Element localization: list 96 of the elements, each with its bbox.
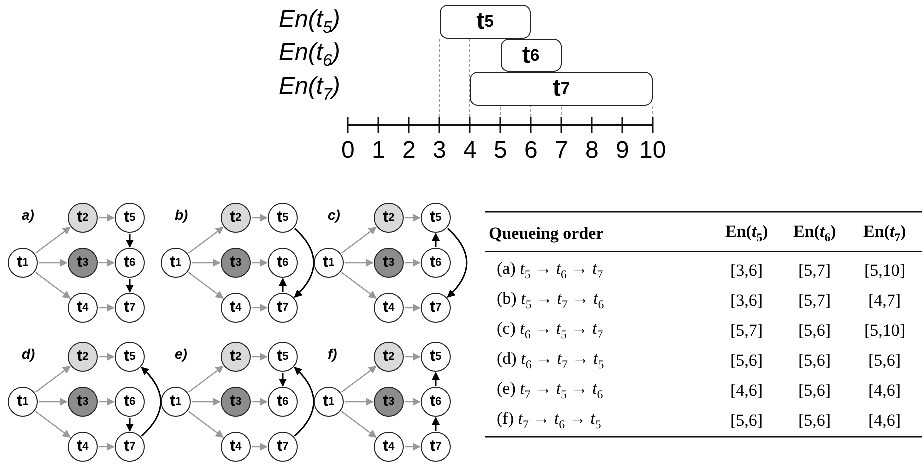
interval-label: En(t$_{5}$) [279, 8, 340, 36]
axis-tick-label: 10 [640, 139, 666, 163]
arrow [35, 227, 71, 254]
table-cell: [5,6] [798, 412, 832, 428]
table-cell: [5,7] [798, 262, 832, 278]
arrow [279, 373, 287, 387]
axis-tick-label: 6 [524, 139, 538, 163]
arrow [188, 272, 224, 299]
arrow [252, 214, 268, 222]
axis-tick-label: 7 [555, 139, 568, 163]
arrow [141, 367, 162, 437]
column-header: En(t$_{5}$) [726, 222, 768, 244]
axis-tick-label: 4 [464, 139, 477, 163]
arrow [405, 304, 421, 312]
panel-label: a) [22, 208, 34, 222]
arrow [341, 411, 377, 438]
axis-tick-label: 0 [342, 139, 355, 163]
arrow [252, 353, 268, 361]
axis-tick-label: 3 [433, 139, 446, 163]
arrow [188, 411, 224, 438]
arrow [345, 259, 374, 267]
arrow [447, 228, 468, 298]
axis-tick-label: 2 [402, 139, 416, 163]
arrow [35, 272, 71, 299]
arrow [192, 398, 221, 406]
table-cell: [4,6] [730, 382, 764, 398]
arrow [35, 411, 71, 438]
table-cell: (f) t$_{7}$ → t$_{6}$ → t$_{5}$ [497, 410, 602, 431]
table-cell: [5,10] [864, 322, 906, 338]
arrow [432, 233, 440, 247]
table-cell: [5,6] [798, 322, 832, 338]
arrow [432, 417, 440, 431]
table-cell: [5,6] [730, 412, 764, 428]
table-cell: [3,6] [730, 292, 764, 308]
arrow [345, 398, 374, 406]
arrow [99, 398, 115, 406]
table-cell: [4,6] [868, 412, 902, 428]
arrow [432, 372, 440, 386]
table-cell: [5,6] [868, 352, 902, 368]
interval-label: En(t$_{6}$) [279, 40, 340, 70]
table-cell: [5,7] [730, 322, 764, 338]
axis-tick-label: 8 [586, 139, 599, 163]
arrow [252, 398, 268, 406]
axis-tick-label: 9 [616, 139, 630, 163]
table-cell: [4,6] [868, 382, 902, 398]
arrow [294, 367, 315, 437]
arrow [252, 443, 268, 451]
table-cell: (c) t$_{6}$ → t$_{5}$ → t$_{7}$ [497, 320, 604, 341]
panel-label: d) [22, 347, 36, 361]
table-cell: (e) t$_{7}$ → t$_{5}$ → t$_{6}$ [497, 380, 604, 401]
arrow [99, 304, 115, 312]
panel-label: f) [328, 347, 338, 361]
table-cell: (b) t$_{5}$ → t$_{7}$ → t$_{6}$ [497, 290, 604, 311]
column-header: Queueing order [489, 224, 604, 242]
panel-label: e) [175, 347, 188, 361]
arrow [126, 234, 134, 248]
arrow [294, 228, 315, 298]
table-cell: [5,6] [798, 352, 832, 368]
axis-tick-label: 5 [494, 139, 508, 163]
arrow [192, 259, 221, 267]
interval-label: En(t$_{7}$) [279, 74, 340, 104]
table-cell: (d) t$_{6}$ → t$_{7}$ → t$_{5}$ [497, 350, 604, 371]
arrow [99, 259, 115, 267]
arrow [405, 214, 421, 222]
arrow [341, 366, 377, 393]
arrow [405, 353, 421, 361]
arrow [126, 418, 134, 432]
arrow [99, 353, 115, 361]
arrow [188, 227, 224, 254]
arrow [252, 259, 268, 267]
table-cell: [5,6] [730, 352, 764, 368]
arrow [405, 398, 421, 406]
table-cell: (a) t$_{5}$ → t$_{6}$ → t$_{7}$ [497, 260, 604, 281]
arrow [341, 272, 377, 299]
arrow [405, 443, 421, 451]
arrow [99, 443, 115, 451]
arrow [99, 214, 115, 222]
arrow [35, 366, 71, 393]
axis-tick-label: 1 [372, 139, 386, 163]
arrow [279, 278, 287, 292]
arrow [252, 304, 268, 312]
table-cell: [3,6] [730, 262, 764, 278]
panel-label: b) [175, 208, 188, 222]
table-cell: [4,7] [868, 292, 902, 308]
arrow [39, 259, 68, 267]
table-cell: [5,10] [864, 262, 906, 278]
column-header: En(t$_{6}$) [794, 222, 836, 244]
table-cell: [5,7] [798, 292, 832, 308]
column-header: En(t$_{7}$) [864, 222, 906, 244]
arrow [341, 227, 377, 254]
arrow [188, 366, 224, 393]
arrow [39, 398, 68, 406]
panel-label: c) [328, 208, 340, 222]
table-cell: [5,6] [798, 382, 832, 398]
arrow [405, 259, 421, 267]
arrow [126, 279, 134, 293]
